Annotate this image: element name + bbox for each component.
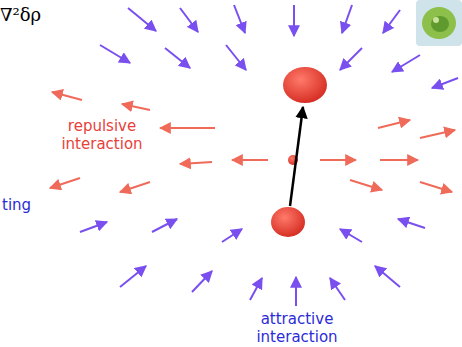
particles: [271, 67, 327, 237]
attractive-field-arrows: [80, 5, 458, 306]
field-mark: [350, 180, 382, 190]
field-mark: [222, 229, 242, 242]
field-mark: [120, 182, 150, 192]
field-mark: [320, 159, 356, 161]
field-mark: [80, 222, 107, 232]
field-mark: [375, 266, 400, 287]
field-mark: [295, 277, 297, 306]
field-mark: [100, 45, 130, 63]
field-mark: [250, 278, 262, 300]
note-fragment: ting: [2, 196, 31, 214]
field-mark: [330, 278, 345, 300]
field-mark: [392, 55, 420, 72]
formula: ∇²δρ: [0, 6, 41, 24]
field-mark: [380, 159, 418, 161]
field-mark: [160, 127, 215, 129]
small-particle: [271, 207, 305, 237]
field-mark: [340, 48, 362, 70]
field-mark: [420, 130, 455, 138]
field-mark: [120, 266, 146, 287]
field-mark: [165, 48, 190, 68]
field-mark: [232, 159, 268, 161]
field-mark: [50, 178, 80, 188]
field-mark: [52, 92, 82, 100]
alga-core: [431, 16, 449, 32]
alga-photo: [416, 0, 462, 46]
field-mark: [122, 104, 150, 110]
field-mark: [152, 219, 177, 232]
photo-ground: [416, 0, 462, 46]
field-mark: [378, 120, 410, 128]
field-mark: [383, 10, 400, 33]
field-mark: [293, 5, 295, 36]
field-mark: [432, 78, 458, 88]
field-mark: [342, 5, 352, 33]
field-mark: [420, 182, 452, 192]
field-mark: [192, 271, 212, 292]
alga-spot: [433, 17, 439, 23]
field-mark: [180, 8, 198, 32]
repulsive-field-arrows: [50, 92, 455, 192]
field-mark: [226, 45, 246, 70]
field-mark: [180, 162, 212, 164]
field-mark: [340, 229, 362, 242]
direction-arrow: [290, 107, 303, 206]
alga-cell: [422, 7, 456, 39]
field-label: repulsive interaction: [50, 117, 154, 153]
field-mark: [398, 219, 425, 228]
field-label: attractive interaction: [245, 310, 349, 346]
large-particle: [283, 67, 327, 103]
field-mark: [128, 8, 156, 31]
field-mark: [234, 5, 245, 33]
